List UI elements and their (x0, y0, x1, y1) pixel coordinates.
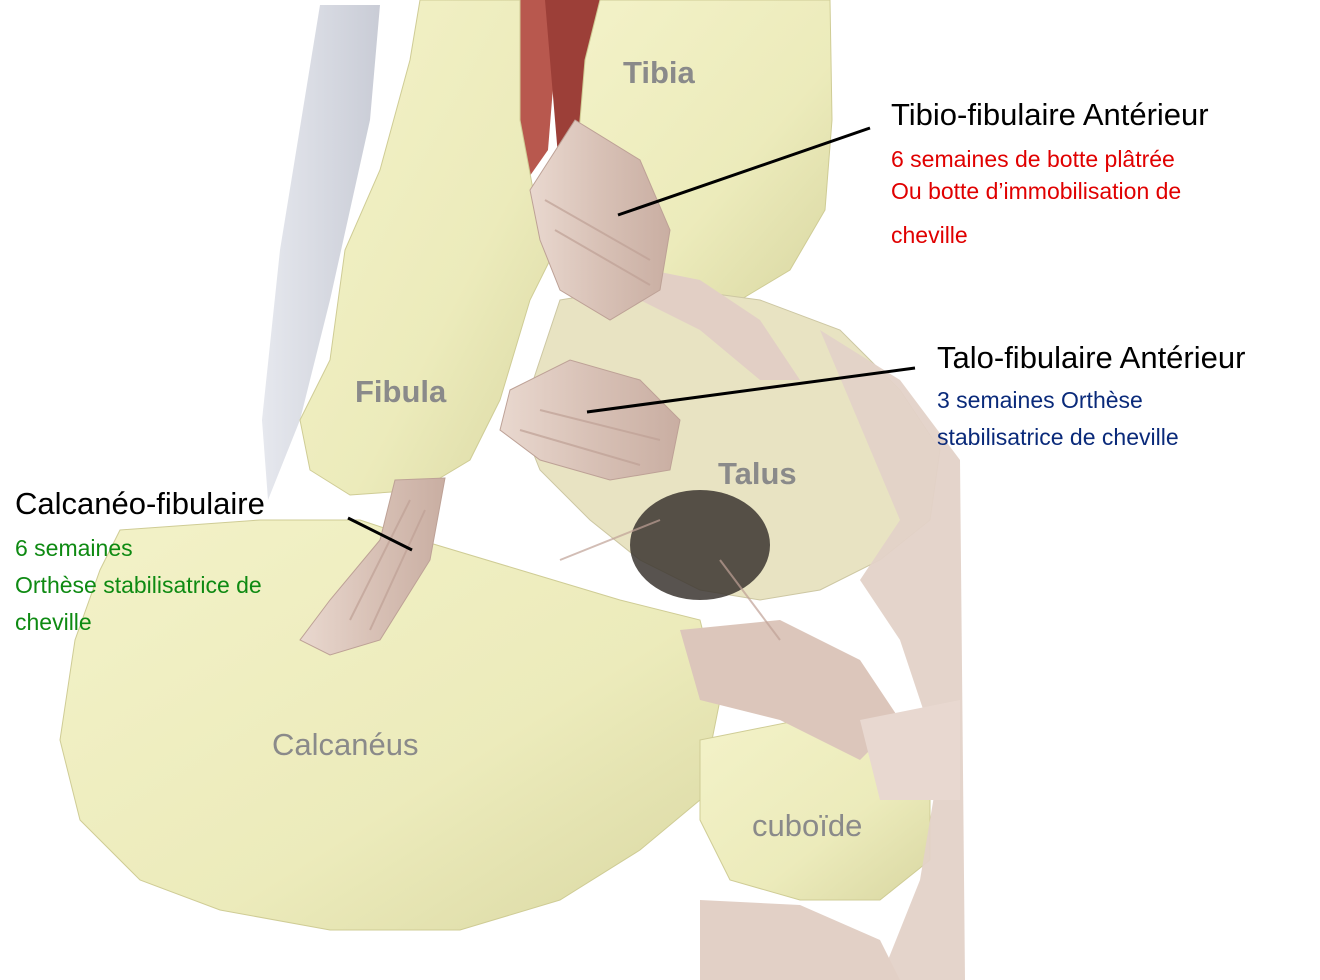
tibio-fibular-note-line-1: 6 semaines de botte plâtrée (891, 143, 1175, 175)
talo-fibular-note-line-2: stabilisatrice de cheville (937, 421, 1179, 453)
fibula-label: Fibula (355, 374, 446, 410)
calcaneus-label: Calcanéus (272, 727, 418, 763)
tibia-label: Tibia (623, 55, 695, 91)
tibio-fibular-note-line-3: cheville (891, 219, 968, 251)
talo-fibular-title: Talo-fibulaire Antérieur (937, 340, 1245, 376)
cuboid-label: cuboïde (752, 808, 862, 844)
tibio-fibular-title: Tibio-fibulaire Antérieur (891, 97, 1209, 133)
talus-label: Talus (718, 456, 797, 492)
calcaneo-fibular-note-line-3: cheville (15, 606, 92, 638)
calcaneo-fibular-note-line-2: Orthèse stabilisatrice de (15, 569, 262, 601)
sinus-tarsi (630, 490, 770, 600)
calcaneo-fibular-note-line-1: 6 semaines (15, 532, 133, 564)
talo-fibular-note-line-1: 3 semaines Orthèse (937, 384, 1143, 416)
tibio-fibular-note-line-2: Ou botte d’immobilisation de (891, 175, 1181, 207)
calcaneo-fibular-title: Calcanéo-fibulaire (15, 486, 265, 522)
